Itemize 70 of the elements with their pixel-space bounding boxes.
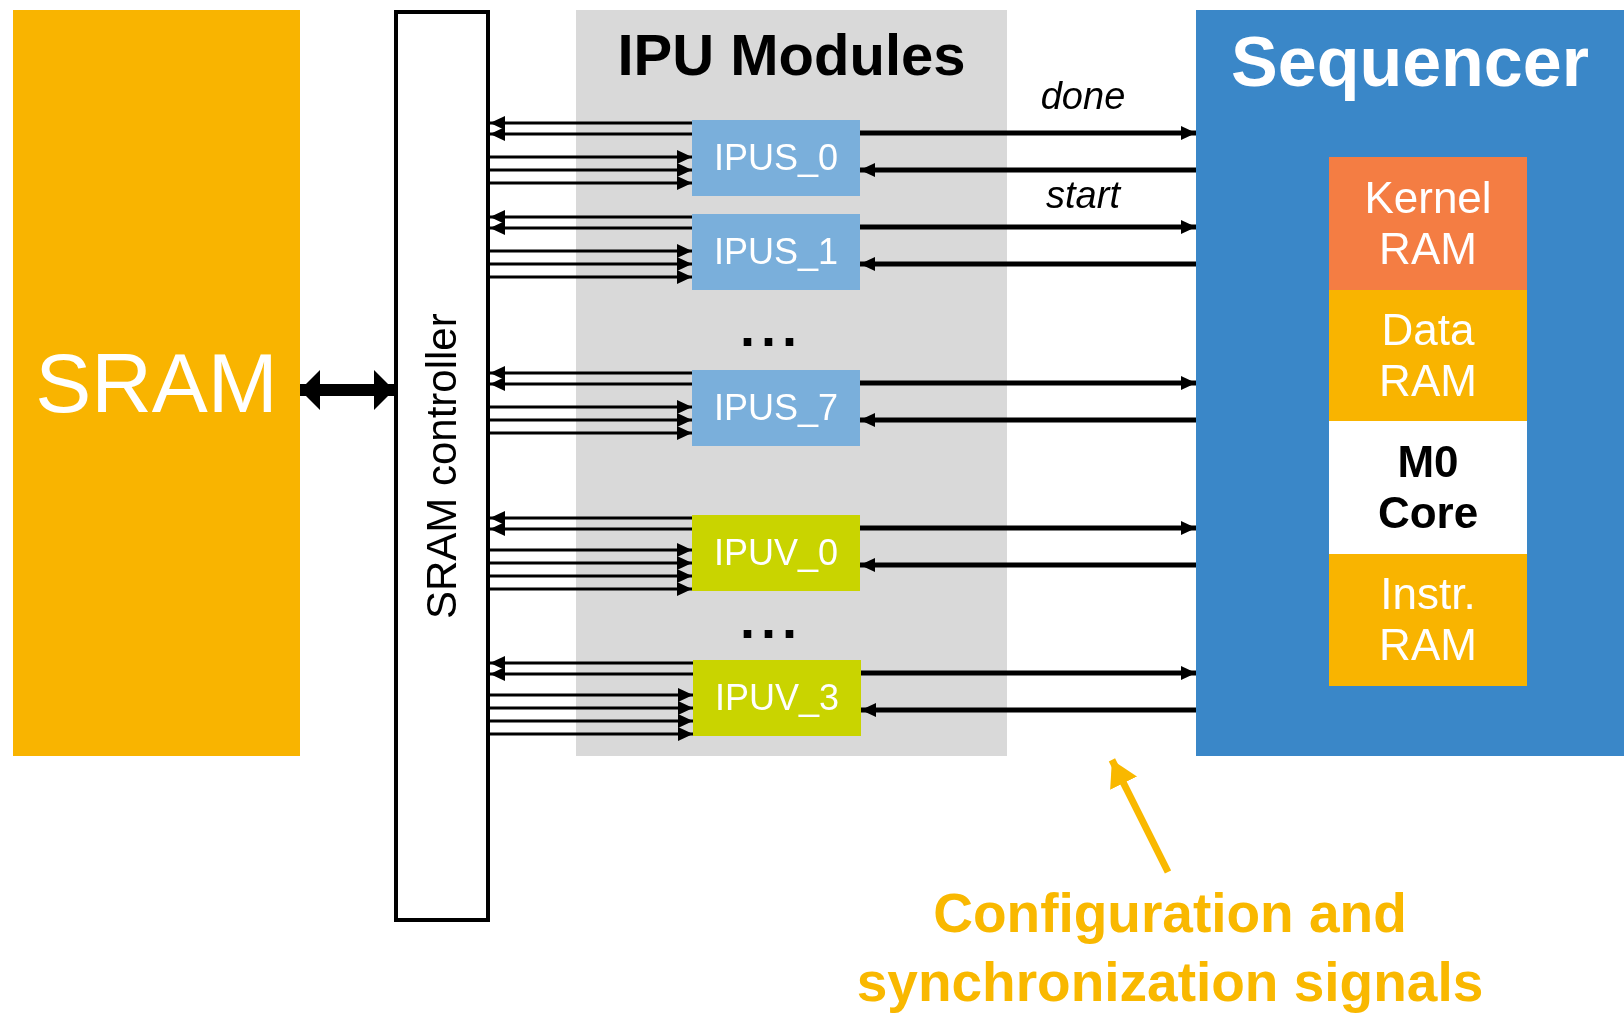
ellipsis: ...: [740, 592, 803, 646]
sequencer-block: [1196, 10, 1624, 756]
module-box: [692, 370, 860, 446]
core-block: [1329, 421, 1527, 554]
block-label: IPUS_7: [713, 387, 839, 429]
arrow: [1108, 758, 1172, 874]
arrow: [490, 543, 692, 557]
arrow: [490, 176, 692, 190]
block-label: Instr. RAM: [1378, 569, 1478, 671]
arrow: [490, 150, 692, 164]
module-box: [692, 120, 860, 196]
memory-block: [13, 10, 300, 756]
arrow: [490, 210, 692, 224]
edge-label: done: [1040, 77, 1126, 115]
block-label: M0 Core: [1376, 436, 1480, 539]
block-label: IPUS_1: [713, 231, 839, 273]
arrow: [490, 221, 692, 235]
block-label: SRAM controller: [417, 313, 466, 619]
module-box: [692, 515, 860, 591]
arrow: [861, 666, 1196, 680]
arrow: [490, 270, 692, 284]
block-label: IPUS_0: [713, 137, 839, 179]
arrow: [860, 220, 1196, 234]
block-label: IPUV_0: [713, 532, 839, 574]
block-label: Configuration and synchronization signals: [855, 880, 1485, 1015]
arrow: [860, 521, 1196, 535]
arrow: [490, 127, 692, 141]
arrow: [490, 701, 693, 715]
arrow: [861, 703, 1196, 717]
arrow: [490, 582, 692, 596]
arrow: [490, 522, 692, 536]
arrow: [490, 556, 692, 570]
panel-title: Sequencer: [1231, 22, 1589, 103]
memory-block: [1329, 157, 1527, 290]
controller-block: [394, 10, 490, 922]
memory-block: [1329, 290, 1527, 421]
block-label: SRAM: [35, 334, 278, 432]
arrow: [860, 558, 1196, 572]
arrow: [490, 257, 692, 271]
block-label: Data RAM: [1378, 304, 1478, 407]
arrow: [300, 370, 394, 410]
block-label: IPUV_3: [714, 677, 840, 719]
arrow: [490, 714, 693, 728]
arrow: [490, 116, 692, 130]
arrow: [490, 569, 692, 583]
arrow: [860, 413, 1196, 427]
arrow: [490, 366, 692, 380]
arrow: [490, 511, 692, 525]
arrow: [860, 126, 1196, 140]
arrow: [860, 257, 1196, 271]
arrow: [490, 727, 693, 741]
arrow: [490, 656, 693, 670]
arrow: [490, 426, 692, 440]
module-box: [692, 214, 860, 290]
edge-label: start: [1046, 176, 1120, 214]
module-panel: [576, 10, 1007, 756]
arrow: [490, 413, 692, 427]
arrow: [490, 163, 692, 177]
arrow: [860, 163, 1196, 177]
block-label: Kernel RAM: [1363, 172, 1493, 275]
module-box: [693, 660, 861, 736]
arrow: [490, 400, 692, 414]
arrow: [490, 688, 693, 702]
arrow: [860, 376, 1196, 390]
arrow: [490, 244, 692, 258]
arrow: [490, 377, 692, 391]
ellipsis: ...: [740, 300, 803, 354]
memory-block: [1329, 554, 1527, 686]
arrow: [490, 667, 693, 681]
panel-title: IPU Modules: [617, 22, 966, 89]
